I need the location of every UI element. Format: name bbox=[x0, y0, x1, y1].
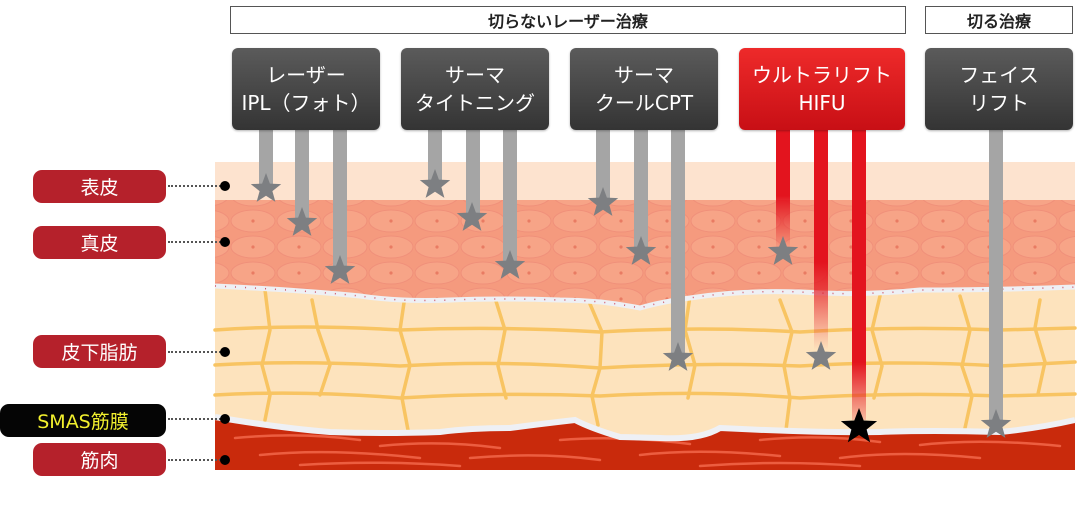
treatment-thermage-tightening: サーマ タイトニング bbox=[401, 48, 549, 130]
leader-line-smas-fascia bbox=[168, 418, 224, 420]
treatment-line1: フェイス bbox=[959, 63, 1039, 87]
star-icon bbox=[250, 173, 282, 202]
star-icon bbox=[767, 236, 799, 265]
treatment-thermacool-cpt: サーマ クールCPT bbox=[570, 48, 718, 130]
marker-dot-subcutaneous-fat bbox=[220, 347, 230, 357]
treatment-line2: タイトニング bbox=[415, 91, 535, 115]
treatment-ultralift-hifu: ウルトラリフト HIFU bbox=[739, 48, 905, 130]
treatment-facelift: フェイス リフト bbox=[925, 48, 1073, 130]
marker-dot-dermis bbox=[220, 237, 230, 247]
header-non-surgical: 切らないレーザー治療 bbox=[230, 6, 906, 34]
treatment-line2: HIFU bbox=[798, 91, 846, 115]
star-icon bbox=[625, 236, 657, 265]
treatment-line1: レーザー bbox=[266, 63, 346, 87]
layer-label-epidermis: 表皮 bbox=[33, 170, 166, 203]
probes-laser-ipl bbox=[259, 130, 347, 270]
star-icon bbox=[419, 169, 451, 198]
basement-membrane bbox=[214, 283, 1076, 311]
probes-thermage-tightening bbox=[428, 130, 517, 265]
layer-label-smas-fascia: SMAS筋膜 bbox=[0, 404, 166, 437]
smas-membrane bbox=[214, 414, 1076, 442]
treatment-line1: サーマ bbox=[445, 63, 505, 87]
star-icon bbox=[286, 207, 318, 236]
star-icon bbox=[805, 341, 837, 370]
star-icon bbox=[587, 187, 619, 216]
star-icon bbox=[494, 250, 526, 279]
header-surgical: 切る治療 bbox=[925, 6, 1073, 34]
leader-line-epidermis bbox=[168, 185, 224, 187]
treatment-line1: ウルトラリフト bbox=[752, 63, 892, 87]
probes-ultralift-hifu bbox=[776, 130, 866, 420]
probes-thermacool-cpt bbox=[596, 130, 685, 355]
layer-label-dermis: 真皮 bbox=[33, 226, 166, 259]
fat-cell-walls bbox=[213, 288, 1077, 432]
marker-dot-muscle bbox=[220, 455, 230, 465]
star-icon bbox=[456, 202, 488, 231]
treatment-line2: リフト bbox=[969, 91, 1029, 115]
leader-line-dermis bbox=[168, 241, 224, 243]
leader-line-muscle bbox=[168, 459, 224, 461]
treatment-line2: IPL（フォト） bbox=[241, 91, 371, 115]
marker-dot-epidermis bbox=[220, 181, 230, 191]
layer-label-muscle: 筋肉 bbox=[33, 443, 166, 476]
treatment-line1: サーマ bbox=[614, 63, 674, 87]
star-icon bbox=[662, 342, 694, 371]
star-icon bbox=[324, 255, 356, 284]
layer-label-subcutaneous-fat: 皮下脂肪 bbox=[33, 335, 166, 368]
marker-dot-smas-fascia bbox=[220, 414, 230, 424]
star-icon bbox=[980, 409, 1012, 438]
energy-focus-stars bbox=[250, 169, 1012, 443]
treatment-laser-ipl: レーザー IPL（フォト） bbox=[232, 48, 380, 130]
muscle-fibers bbox=[233, 434, 1062, 468]
leader-line-subcutaneous-fat bbox=[168, 351, 224, 353]
probe-facelift bbox=[989, 130, 1003, 420]
star-icon-target bbox=[840, 408, 878, 443]
treatment-line2: クールCPT bbox=[594, 91, 694, 115]
